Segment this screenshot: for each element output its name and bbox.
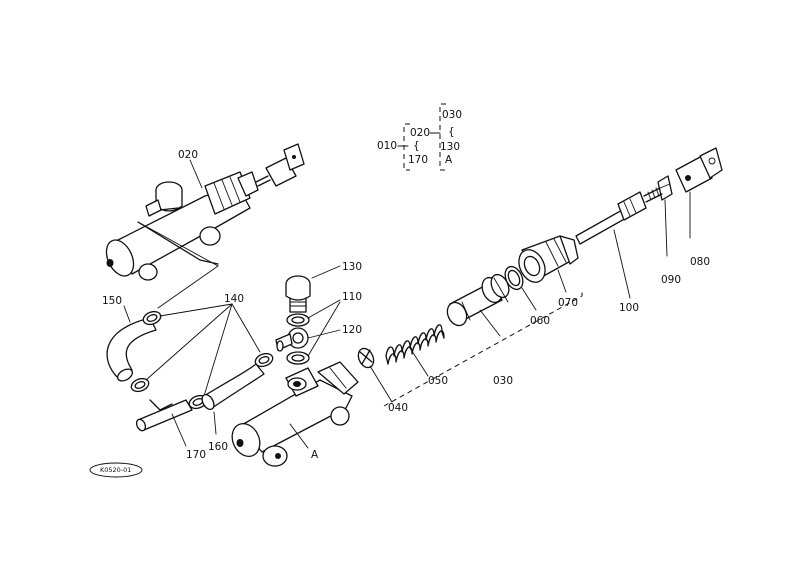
boot-070: [518, 235, 579, 283]
bolt-130: [285, 275, 311, 313]
clamp-140-b: [130, 377, 150, 393]
hose-160: [201, 363, 265, 411]
clamp-140-d: [254, 352, 274, 368]
label-090: 090: [661, 274, 681, 286]
label-050: 050: [428, 375, 448, 387]
label-020b: 020: [410, 127, 430, 139]
label-140: 140: [224, 293, 244, 305]
label-130b: 130: [440, 141, 460, 153]
banjo-120: [275, 327, 309, 352]
push-rod-100: [575, 187, 663, 245]
label-130: 130: [342, 261, 362, 273]
tilde-2: {: [448, 126, 455, 138]
label-100: 100: [619, 302, 639, 314]
clevis-080: [675, 147, 723, 193]
spring-050: [385, 324, 445, 365]
drawing-reference: K0520-01: [89, 462, 143, 478]
washer-110: [286, 313, 310, 365]
hose-150: [106, 317, 157, 382]
pipe-170: [135, 399, 193, 432]
label-030b: 030: [442, 109, 462, 121]
label-110: 110: [342, 291, 362, 303]
label-170: 170: [186, 449, 206, 461]
assembly-hierarchy: 010 020 { 170 030 { 130 A: [377, 103, 462, 171]
label-080: 080: [690, 256, 710, 268]
drawing-reference-text: K0520-01: [100, 466, 131, 474]
label-160: 160: [208, 441, 228, 453]
label-170b: 170: [408, 154, 428, 166]
label-A-b: A: [445, 154, 453, 166]
label-020: 020: [178, 149, 198, 161]
label-150: 150: [102, 295, 122, 307]
label-060: 060: [530, 315, 550, 327]
cylinder-A: [231, 361, 359, 467]
label-030: 030: [493, 375, 513, 387]
valve-040: [357, 347, 375, 369]
label-070: 070: [558, 297, 578, 309]
label-040: 040: [388, 402, 408, 414]
label-120: 120: [342, 324, 362, 336]
piston-030: [446, 273, 510, 327]
label-A: A: [311, 449, 319, 461]
label-010: 010: [377, 140, 397, 152]
master-cylinder-assembly: [105, 143, 305, 281]
tilde-1: {: [413, 140, 420, 152]
clamp-140-a: [142, 310, 162, 326]
